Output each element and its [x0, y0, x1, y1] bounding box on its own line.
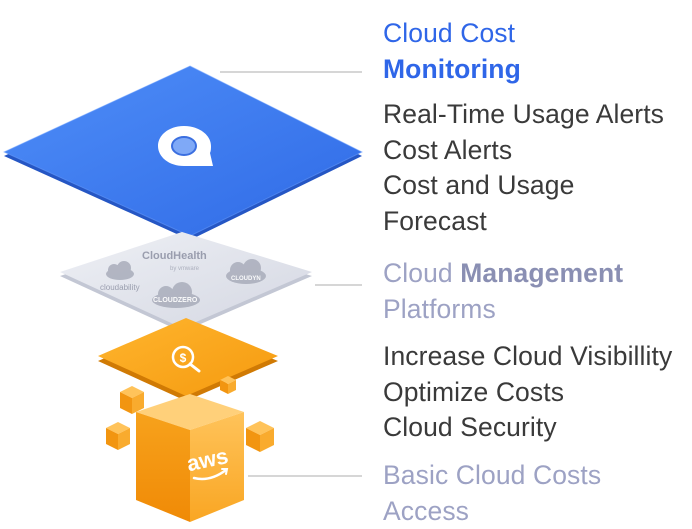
management-item: Optimize Costs	[383, 375, 672, 411]
management-heading-tail: Platforms	[383, 292, 672, 328]
monitoring-heading-light: Cloud Cost	[383, 16, 664, 52]
management-item: Cloud Security	[383, 410, 672, 446]
monitoring-item: Real-Time Usage Alerts	[383, 97, 664, 133]
basic-heading: Basic Cloud Costs	[383, 458, 601, 494]
monitoring-layer	[4, 66, 362, 240]
monitoring-item: Cost Alerts	[383, 133, 664, 169]
cloudzero-logo: CLOUDZERO	[153, 297, 198, 304]
cloudability-logo: cloudability	[100, 283, 140, 292]
cloudyn-logo: CLOUDYN	[231, 276, 261, 282]
small-cube-right	[246, 421, 274, 452]
management-layer: CloudHealth by vmware cloudability CLOUD…	[60, 232, 312, 332]
monitoring-item: Forecast	[383, 204, 664, 240]
small-cube-left	[106, 422, 130, 450]
monitoring-label-block: Cloud Cost Monitoring Real-Time Usage Al…	[383, 16, 664, 239]
monitoring-heading-bold: Monitoring	[383, 52, 664, 88]
small-cube-top-left	[120, 386, 144, 414]
management-heading-bold: Management	[460, 258, 623, 288]
cost-access-tile: $	[98, 318, 278, 401]
basic-heading-tail: Access	[383, 494, 601, 529]
aws-cube: aws	[136, 394, 244, 522]
management-heading-light: Cloud	[383, 258, 460, 288]
management-heading: Cloud Management	[383, 256, 672, 292]
cloudhealth-sub-logo: by vmware	[170, 266, 200, 272]
cloudhealth-logo: CloudHealth	[142, 250, 207, 262]
management-item: Increase Cloud Visibillity	[383, 339, 672, 375]
svg-text:$: $	[180, 351, 187, 365]
management-label-block: Cloud Management Platforms Increase Clou…	[383, 256, 672, 446]
basic-label-block: Basic Cloud Costs Access	[383, 458, 601, 529]
monitoring-item: Cost and Usage	[383, 168, 664, 204]
